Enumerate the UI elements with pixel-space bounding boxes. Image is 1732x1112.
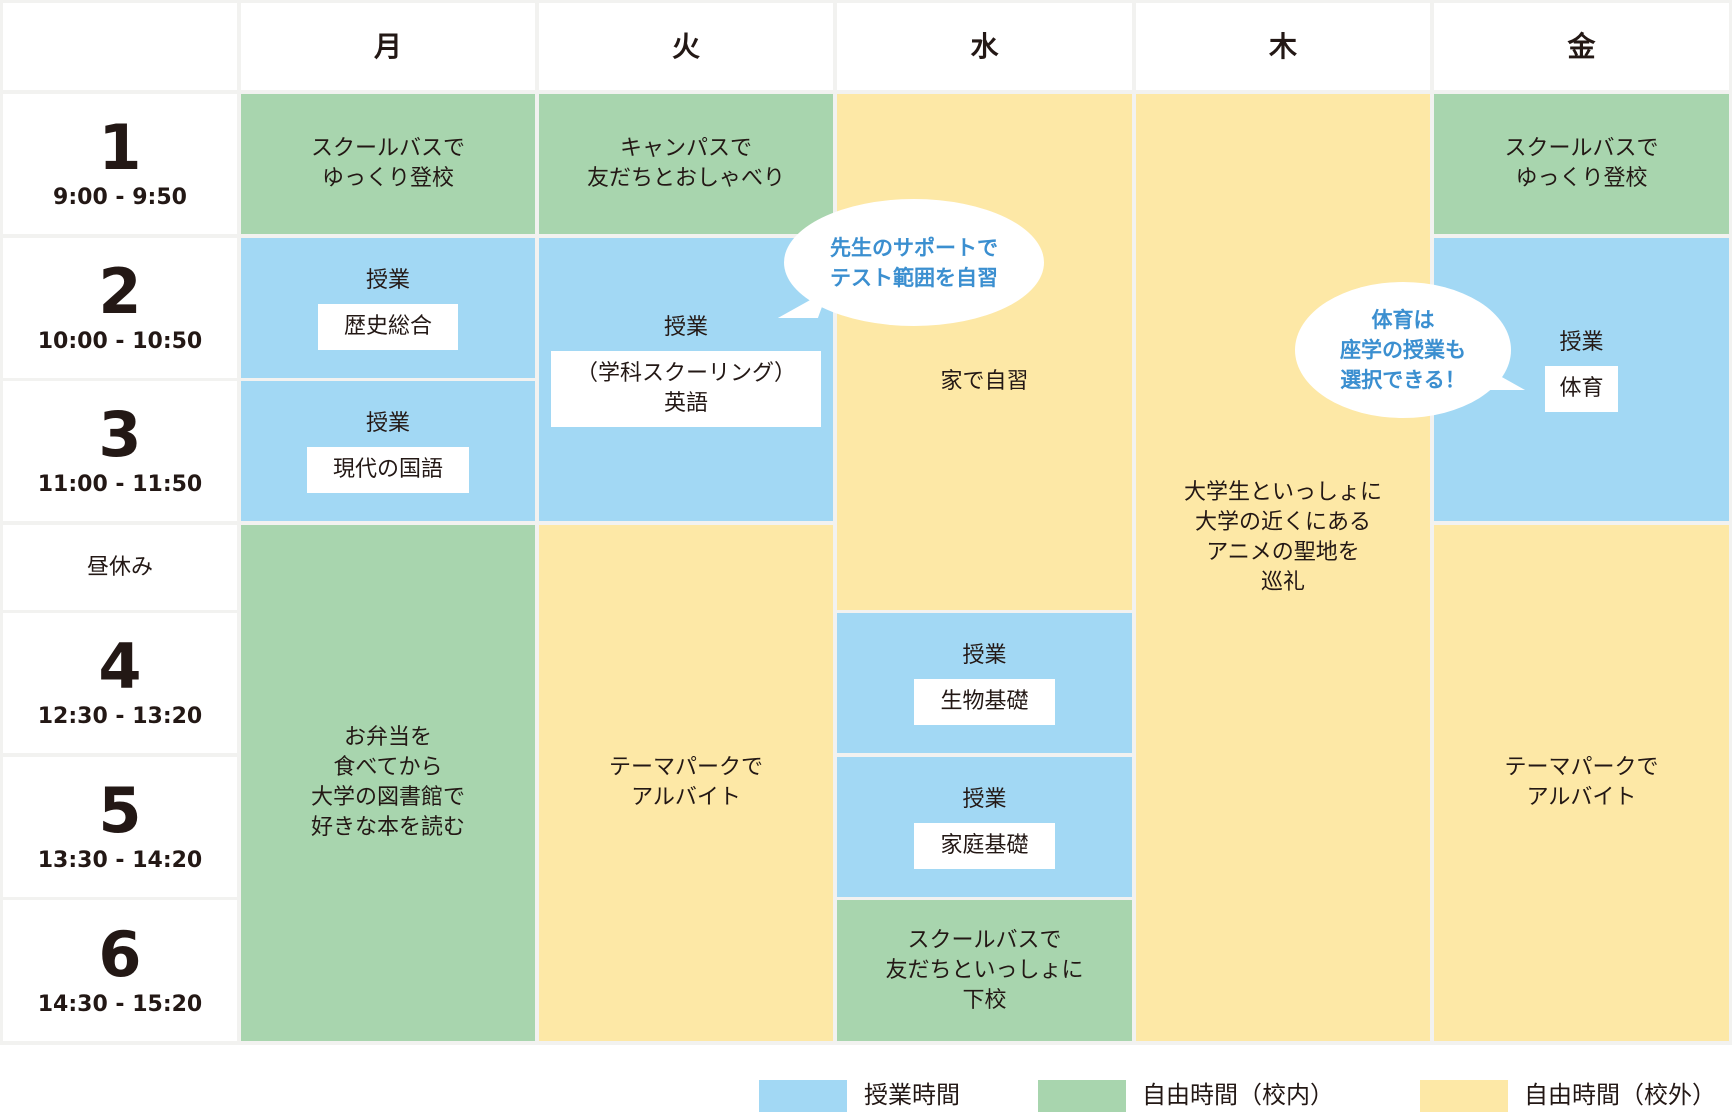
class-title: 授業	[962, 643, 1007, 668]
subject-label: 家庭基礎	[914, 823, 1055, 869]
speech-bubble-tue: 先生のサポートで テスト範囲を自習	[784, 199, 1044, 326]
corner-cell	[3, 3, 237, 90]
subject-label: （学科スクーリング） 英語	[551, 350, 821, 427]
day-header-wed: 水	[837, 3, 1132, 90]
tue-p1: キャンパスで 友だちとおしゃべり	[539, 94, 833, 234]
legend-swatch-class	[759, 1080, 847, 1112]
mon-p1: スクールバスで ゆっくり登校	[241, 94, 535, 234]
legend-label-free-offcampus: 自由時間（校外）	[1524, 1081, 1716, 1109]
class-title: 授業	[365, 411, 410, 436]
period-number: 3	[98, 398, 142, 471]
mon-p3: 授業現代の国語	[241, 381, 535, 521]
subject-label: 体育	[1545, 365, 1618, 412]
wed-p4: 授業生物基礎	[837, 613, 1132, 753]
day-header-mon: 月	[241, 3, 535, 90]
day-header-fri: 金	[1434, 3, 1729, 90]
subject-label: 生物基礎	[914, 679, 1055, 725]
tue-p2-p3: 授業 （学科スクーリング） 英語	[539, 238, 833, 521]
period-number: 6	[98, 917, 142, 991]
class-title: 授業	[962, 787, 1007, 812]
speech-bubble-fri: 体育は 座学の授業も 選択できる！	[1295, 282, 1511, 418]
mon-afternoon: お弁当を 食べてから 大学の図書館で 好きな本を読む	[241, 525, 535, 1041]
class-title: 授業	[365, 268, 410, 293]
tue-afternoon: テーマパークで アルバイト	[539, 525, 833, 1041]
period-time: 10:00 - 10:50	[37, 329, 203, 354]
lunch-break: 昼休み	[3, 525, 237, 610]
period-number: 1	[98, 111, 142, 184]
period-time: 11:00 - 11:50	[37, 472, 203, 497]
period-time: 13:30 - 14:20	[37, 848, 203, 873]
legend-swatch-free-offcampus	[1420, 1080, 1508, 1112]
period-number: 2	[98, 255, 142, 328]
legend-label-class: 授業時間	[864, 1081, 960, 1109]
wed-p6: スクールバスで 友だちといっしょに 下校	[837, 900, 1132, 1041]
day-header-tue: 火	[539, 3, 833, 90]
fri-p1: スクールバスで ゆっくり登校	[1434, 94, 1729, 234]
legend-label-free-campus: 自由時間（校内）	[1142, 1081, 1334, 1109]
class-title: 授業	[1559, 329, 1604, 355]
subject-label: 現代の国語	[306, 447, 469, 493]
subject-label: 歴史総合	[317, 304, 458, 350]
class-title: 授業	[663, 314, 708, 340]
fri-afternoon: テーマパークで アルバイト	[1434, 525, 1729, 1041]
period-time: 14:30 - 15:20	[37, 991, 203, 1017]
legend-swatch-free-campus	[1038, 1080, 1126, 1112]
period-time: 9:00 - 9:50	[53, 185, 187, 210]
thu-all-day: 大学生といっしょに 大学の近くにある アニメの聖地を 巡礼	[1136, 94, 1430, 1041]
day-header-thu: 木	[1136, 3, 1430, 90]
period-time: 12:30 - 13:20	[37, 704, 203, 729]
wed-morning: 家で自習	[837, 94, 1132, 610]
mon-p2: 授業歴史総合	[241, 238, 535, 378]
period-number: 4	[98, 630, 142, 703]
period-number: 5	[98, 774, 142, 847]
wed-p5: 授業家庭基礎	[837, 757, 1132, 897]
